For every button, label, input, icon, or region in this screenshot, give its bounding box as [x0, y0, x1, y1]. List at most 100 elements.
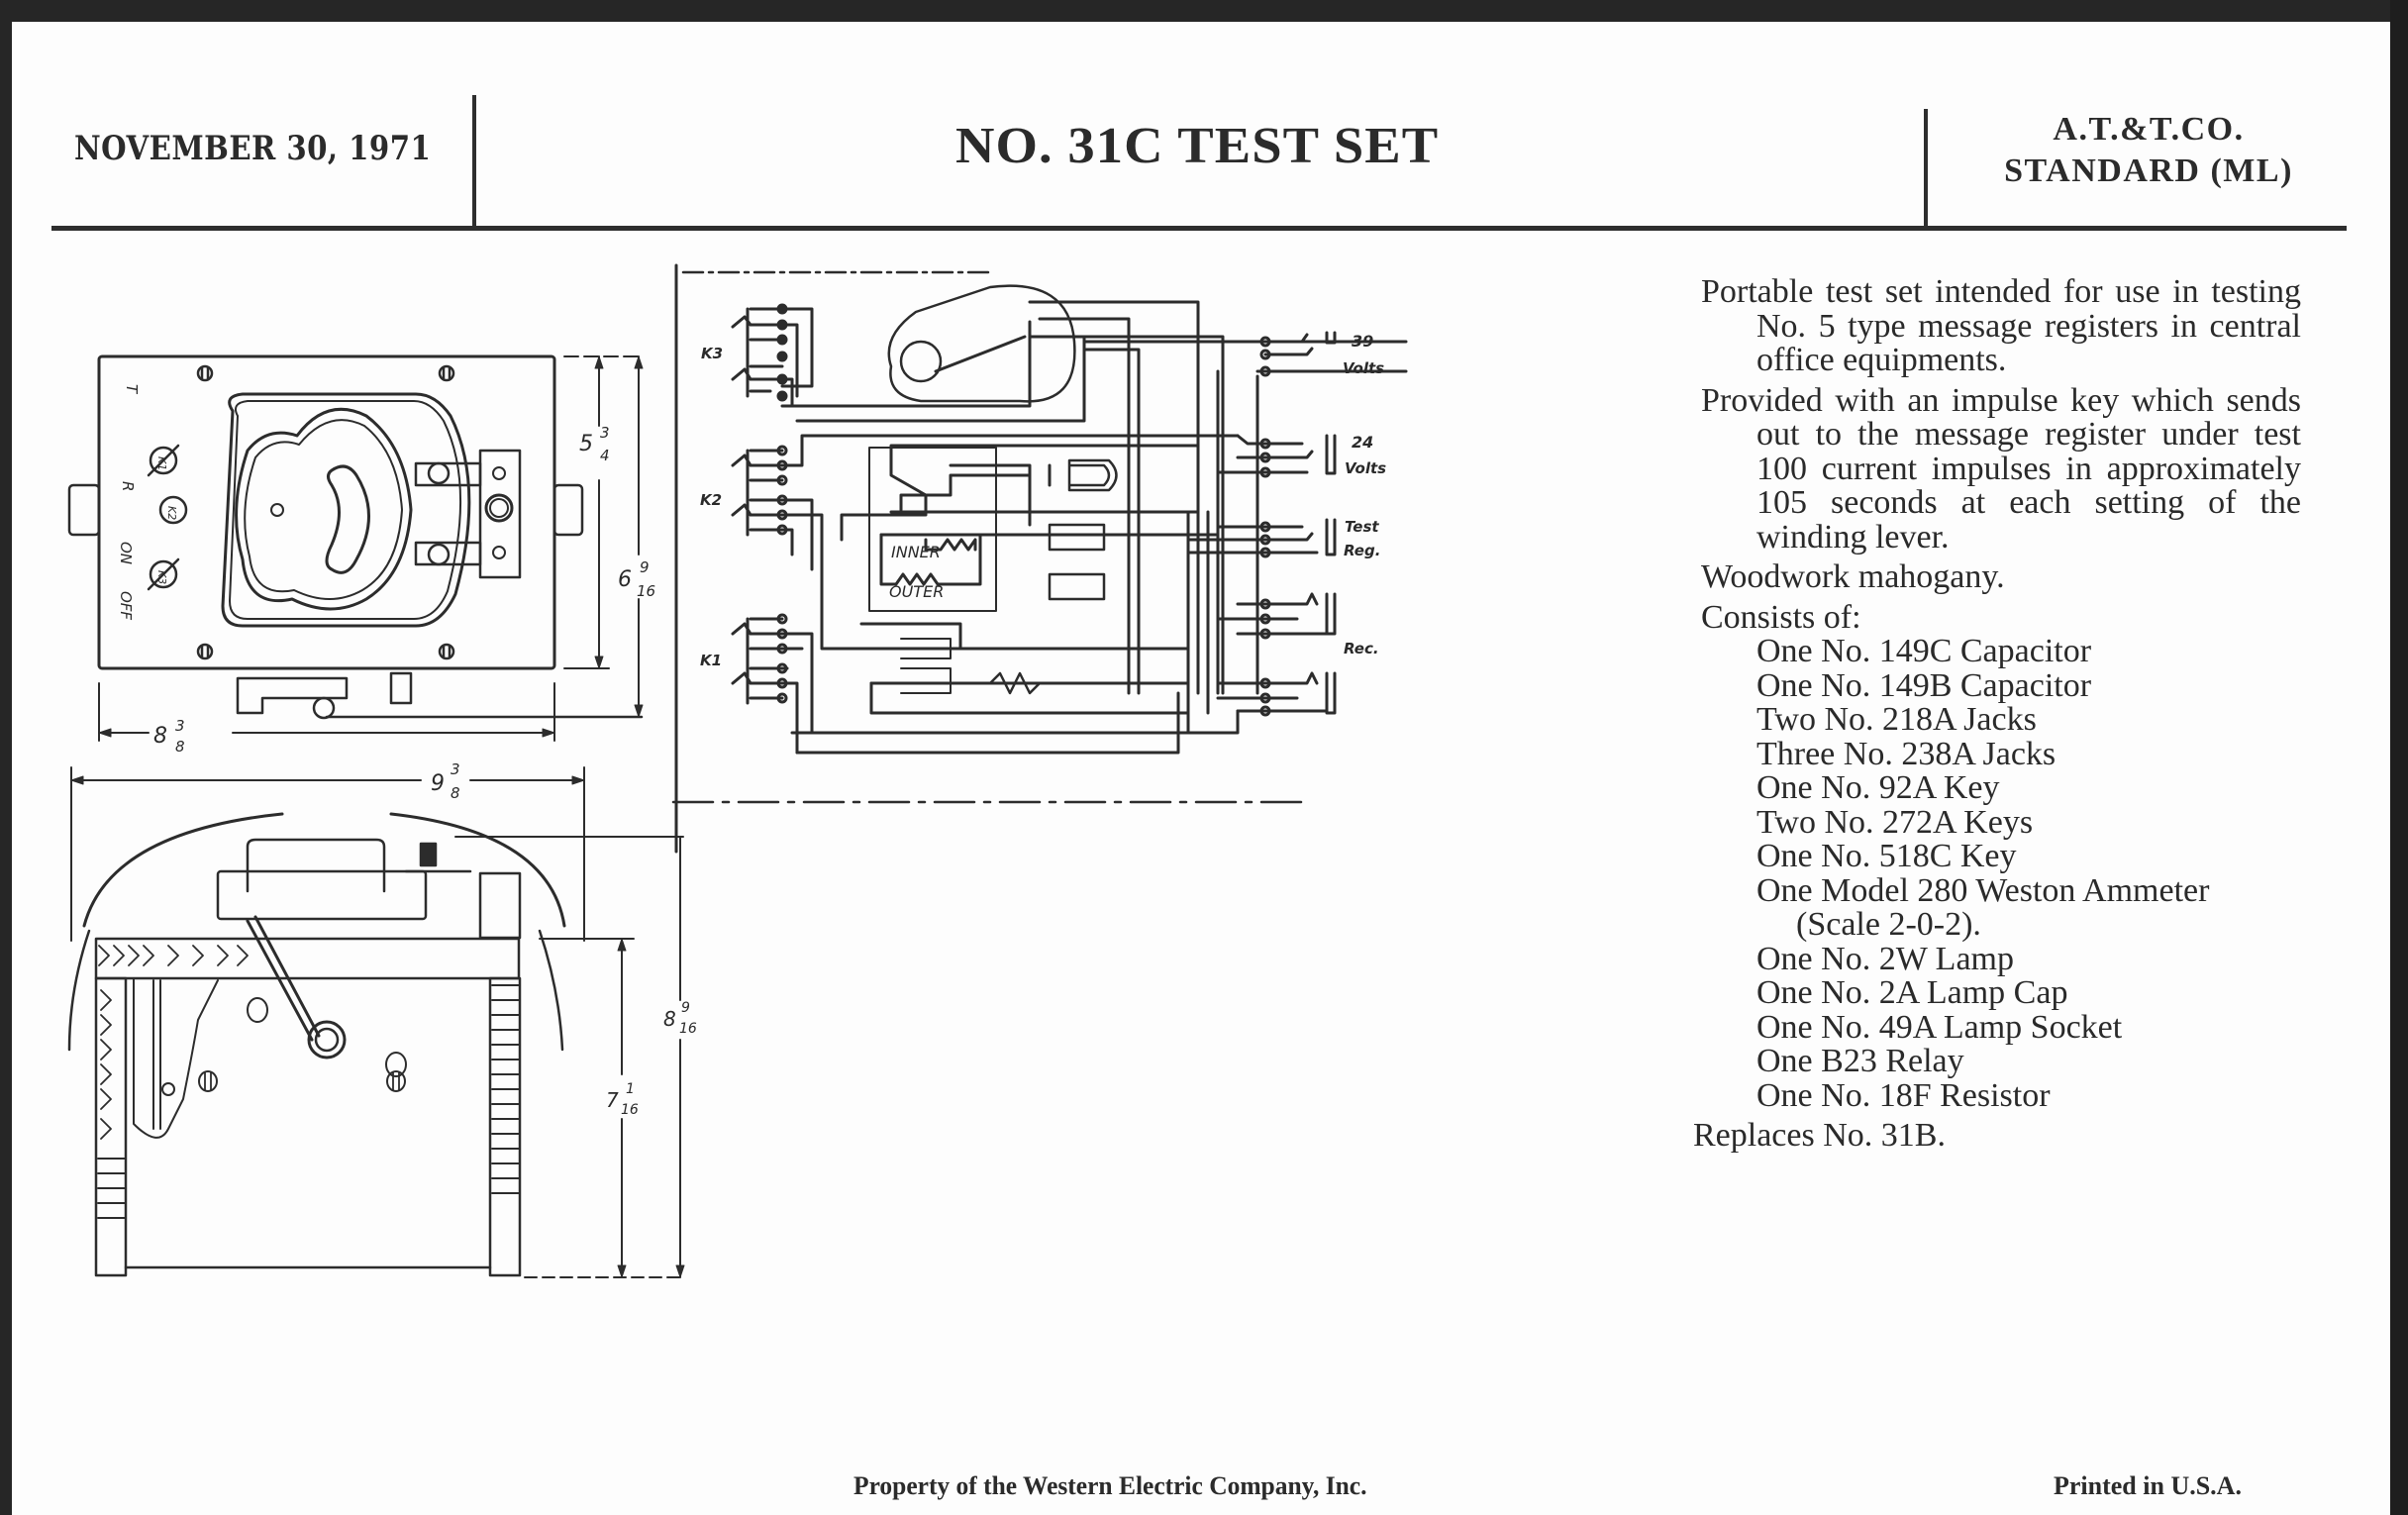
- part-item: Two No. 218A Jacks: [1756, 701, 2037, 738]
- meter-housing: [221, 392, 471, 628]
- dim-depth-inner-whole: 5: [579, 432, 593, 456]
- part-item: One No. 18F Resistor: [1756, 1076, 2051, 1114]
- jack-39v-unit: Volts: [1343, 359, 1384, 377]
- schematic-key-k2: K2: [700, 491, 722, 509]
- company-name: A.T.&T.CO.: [2053, 111, 2245, 148]
- part-item: One Model 280 Weston Ammeter: [1756, 871, 2210, 909]
- dim-top-width-den: 8: [175, 738, 185, 756]
- dim-side-width-num: 3: [451, 760, 460, 778]
- dim-body-height-whole: 7: [606, 1088, 619, 1112]
- part-item: Two No. 272A Keys: [1756, 803, 2034, 841]
- page-title: NO. 31C TEST SET: [955, 118, 1440, 174]
- side-view-drawing: [67, 766, 685, 1278]
- parts-list: One No. 149C Capacitor One No. 149B Capa…: [1701, 633, 2301, 1114]
- part-item: One No. 49A Lamp Socket: [1756, 1008, 2123, 1046]
- right-clasp: [552, 483, 584, 537]
- meter-case: [246, 838, 386, 893]
- dim-body-height-den: 16: [621, 1102, 639, 1118]
- description: Portable test set intended for use in te…: [1693, 273, 2301, 1154]
- dim-depth-inner-den: 4: [600, 447, 610, 464]
- footer-property: Property of the Western Electric Company…: [853, 1471, 1367, 1500]
- description-woodwork: Woodwork mahogany.: [1701, 558, 2005, 595]
- panel-label-t: T: [123, 384, 141, 395]
- key-k1: [731, 613, 814, 755]
- capacitor-2: [1048, 572, 1106, 601]
- panel-label-on: ON: [117, 542, 135, 564]
- part-item: One No. 2W Lamp: [1756, 940, 2014, 977]
- scan-border-marks: [671, 263, 1304, 854]
- dim-depth-outer-num: 9: [640, 558, 650, 576]
- relay-box: [868, 447, 997, 612]
- part-item: One No. 518C Key: [1756, 838, 2017, 874]
- key-label-k2: K2: [165, 506, 178, 520]
- header-rule: [51, 226, 2347, 231]
- jack-24v-unit: Volts: [1345, 459, 1386, 477]
- side-louvers: [97, 984, 521, 1219]
- part-item: One No. 92A Key: [1756, 769, 2000, 806]
- key-label-k3: K3: [155, 570, 168, 584]
- part-item: One B23 Relay: [1756, 1043, 1964, 1079]
- header-divider-right: [1924, 109, 1928, 228]
- key-k2: [731, 434, 1240, 571]
- capacitor-1: [1048, 523, 1106, 552]
- header-date: NOVEMBER 30, 1971: [74, 129, 432, 168]
- header-company: A.T.&T.CO. STANDARD (ML): [1965, 109, 2332, 192]
- spec-sheet: [12, 22, 2390, 1515]
- wiring-schematic: [731, 284, 1408, 755]
- top-view-drawing: [67, 354, 644, 742]
- meter-bezel: [235, 407, 413, 611]
- description-purpose: Portable test set intended for use in te…: [1701, 273, 2301, 378]
- schematic-key-k1: K1: [700, 652, 722, 669]
- meter-scale-window: [325, 464, 370, 574]
- description-impulse-key: Provided with an impulse key which sends…: [1701, 381, 2301, 556]
- replaces-note: Replaces No. 31B.: [1693, 1117, 1946, 1154]
- panel-label-r: R: [119, 481, 137, 491]
- jack-rec-label: Rec.: [1344, 640, 1379, 657]
- panel-label-off: OFF: [117, 591, 135, 620]
- scan-edge: [2390, 0, 2408, 1515]
- part-item-ammeter: One Model 280 Weston Ammeter (Scale 2-0-…: [1756, 871, 2301, 943]
- dim-side-width-den: 8: [451, 784, 460, 802]
- part-item: One No. 149C Capacitor: [1756, 633, 2092, 669]
- case-lid: [94, 937, 521, 980]
- dim-top-width-whole: 8: [153, 724, 167, 749]
- panel-keys: [147, 444, 188, 591]
- part-item: One No. 149B Capacitor: [1756, 666, 2092, 704]
- lever-bracket: [478, 449, 522, 579]
- header-divider-left: [472, 95, 476, 226]
- cam-outline: [887, 284, 1076, 403]
- jack-39v-value: 39: [1352, 332, 1373, 351]
- part-item: Three No. 238A Jacks: [1756, 735, 2057, 772]
- dim-depth-outer-den: 16: [637, 582, 655, 600]
- ammeter-scale: (Scale 2-0-2).: [1796, 906, 1981, 943]
- jack-24v-value: 24: [1352, 433, 1373, 452]
- side-view-labels: 9 3 8 7 1 16 8 9 16: [431, 760, 697, 1118]
- company-standard: STANDARD (ML): [2004, 152, 2293, 189]
- part-item: One No. 2A Lamp Cap: [1756, 974, 2068, 1011]
- dim-top-width-num: 3: [175, 717, 185, 735]
- dim-body-height-num: 1: [626, 1081, 635, 1097]
- dim-side-width-whole: 9: [431, 771, 445, 796]
- key-k3: [731, 303, 814, 408]
- schematic-key-k3: K3: [701, 345, 723, 362]
- dim-total-height-num: 9: [681, 1000, 690, 1016]
- coil-label-outer: OUTER: [889, 582, 944, 601]
- dim-depth-inner-num: 3: [600, 424, 610, 442]
- ratchet-wheel: [899, 340, 943, 383]
- consists-heading: Consists of:: [1701, 598, 1861, 636]
- resistor: [988, 671, 1042, 695]
- footer-printed: Printed in U.S.A.: [2054, 1471, 2242, 1500]
- winding-lever: [246, 919, 314, 1042]
- dim-depth-outer-whole: 6: [618, 567, 632, 592]
- key-label-k1: K1: [155, 456, 168, 470]
- dim-total-height-whole: 8: [663, 1007, 676, 1031]
- jack-reg-label: Reg.: [1344, 542, 1380, 559]
- lamp: [1067, 458, 1118, 492]
- left-clasp: [67, 483, 101, 537]
- coil-label-inner: INNER: [891, 543, 941, 561]
- top-view-labels: T R ON OFF K1 K2 K3 8 3 8 5 3 4 6 9 16: [117, 384, 655, 756]
- jack-test-label: Test: [1345, 518, 1379, 536]
- schematic-labels: K3 K2 K1 INNER OUTER 39 Volts 24 Volts T…: [700, 332, 1386, 669]
- carry-handle: [82, 812, 284, 928]
